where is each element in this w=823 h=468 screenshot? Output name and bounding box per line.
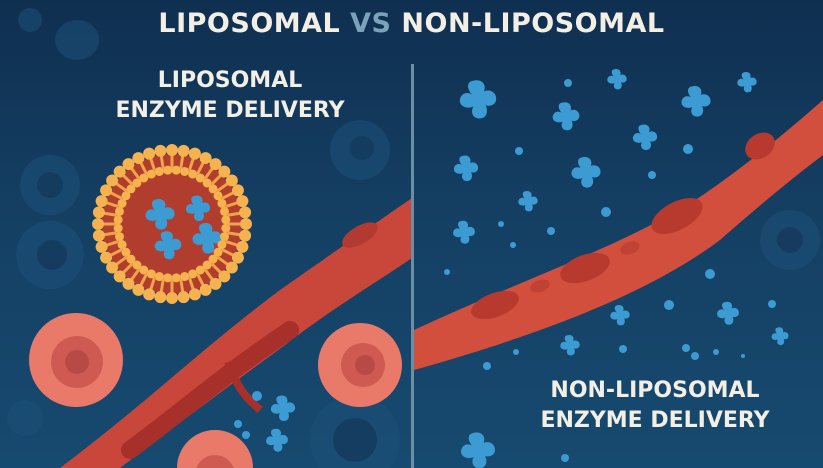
- liposome: [102, 154, 242, 294]
- blood-vessel-left: [60, 198, 412, 468]
- label-liposomal-delivery: LIPOSOMAL ENZYME DELIVERY: [100, 66, 360, 126]
- label-right-line1: NON-LIPOSOMAL: [550, 378, 760, 403]
- label-right-line2: ENZYME DELIVERY: [540, 408, 770, 433]
- tissue-cells: [29, 313, 402, 468]
- label-non-liposomal-delivery: NON-LIPOSOMAL ENZYME DELIVERY: [510, 376, 800, 436]
- title-left: LIPOSOMAL: [158, 8, 341, 39]
- title-vs: VS: [350, 8, 392, 39]
- enzymes-left: [145, 195, 296, 452]
- page-title: LIPOSOMAL VS NON-LIPOSOMAL: [0, 8, 823, 39]
- label-left-line1: LIPOSOMAL: [157, 68, 303, 93]
- blood-vessel-right: [414, 100, 823, 370]
- enzymes-right: [444, 68, 789, 468]
- title-right: NON-LIPOSOMAL: [401, 8, 665, 39]
- label-left-line2: ENZYME DELIVERY: [115, 98, 345, 123]
- panel-divider: [411, 64, 414, 468]
